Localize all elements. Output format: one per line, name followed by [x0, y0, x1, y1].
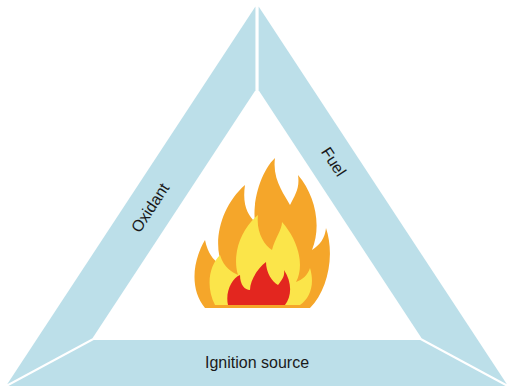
side-band-fill: [220, 6, 507, 390]
side-band-fill: [7, 6, 294, 390]
side-label: Ignition source: [205, 354, 309, 372]
fire-triangle-side: Oxidant: [6, 4, 295, 390]
side-band-fill: [9, 340, 506, 386]
fire-triangle-side: Ignition source: [6, 340, 508, 386]
flame-outer: [194, 158, 329, 308]
flame-middle: [210, 215, 312, 305]
flame-core: [227, 262, 290, 305]
